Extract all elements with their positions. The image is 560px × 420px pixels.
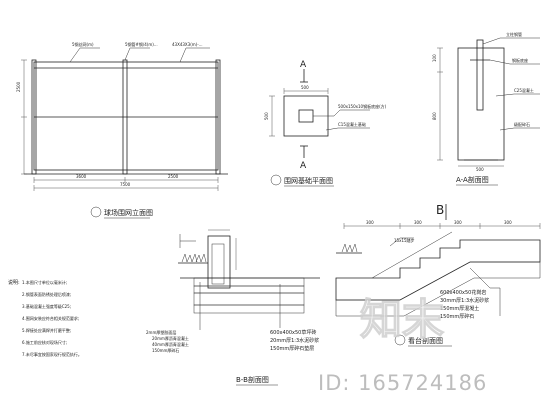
bb-layer-top [193,277,305,287]
stair-title-marker [394,334,406,346]
stair-marker: B [436,203,444,217]
watermark-logo: 知末 [360,295,444,344]
foundation-plate [298,109,314,123]
stair-grass [341,243,358,253]
watermark: 知末 ID: 165724186 [318,294,487,395]
bb-layer-subbase [193,304,305,314]
fence-elevation-title: 球场围网立面图 [104,208,153,217]
fence-annotation-1: 5钢丝网(m) [72,41,94,47]
bb-annotation-1: 2mm厚塑胶面层 [146,329,176,335]
stair-dim-2: 300 [414,220,422,225]
aa-dim-width: 500 [476,167,484,172]
aa-annotation-concrete: C25混凝土 [514,87,534,93]
bb-annotations: 2mm厚塑胶面层 20mm厚沥青混凝土 40mm厚沥青混凝土 150mm厚碎石 … [146,282,319,353]
fence-annotation-2: 5钢管#钢/4(m)... [125,41,158,47]
aa-concrete-footing [457,47,505,161]
stair-annotation-3: 150mm厚混凝土 [440,305,479,312]
stair-dim-4: 300 [504,220,512,225]
stair-dim-1: 300 [366,220,374,225]
stair-annotation-tread: 15x15踏步 [394,237,415,243]
foundation-dim-horizontal: 500 [301,85,309,90]
fence-dim-total: 7500 [120,182,131,187]
bb-annotation-4: 150mm厚碎石 [152,347,179,353]
aa-annotation-post: 立柱钢管 [506,31,522,37]
note-3: 3.基础混凝土强度等级C25; [22,303,71,309]
bb-curb-core [211,243,225,285]
stair-annotation-4: 150mm厚碎石 [440,313,474,320]
stair-dim-3: 300 [454,220,462,225]
bb-layer-base [193,292,305,306]
note-7: 7.未尽事宜按国家现行规范执行。 [22,351,82,357]
fence-dim-left-span: 3600 [76,174,87,179]
bb-curb [207,235,231,289]
aa-post [476,39,484,111]
bb-annotation-2: 20mm厚沥青混凝土 [152,335,189,341]
aa-section-title: A-A剖面图 [456,175,489,184]
fence-annotation-3: 43X43X3(m)-... [172,42,202,47]
note-4: 4.围网安装应符合相关规范要求; [22,315,79,321]
foundation-annotation-base: C15混凝土基础 [338,121,366,127]
notes-block: 说明: 1.本图尺寸单位以毫米计; 2.钢管表面防锈处理后喷漆; 3.基础混凝土… [8,279,82,357]
bb-layer-asphalt [193,285,305,294]
note-5: 5.焊接处应满焊并打磨平整; [22,327,71,333]
aa-annotation-plate: 钢板底座 [512,57,528,63]
fence-elevation: 5钢丝网(m) 5钢管#钢/4(m)... 43X43X3(m)-... 250… [16,41,228,219]
bb-annotation-7: 150mm厚碎石垫层 [270,345,314,352]
stair-annotation-1: 600x400x50花岗岩 [440,289,486,296]
notes-label: 说明: [8,279,20,286]
stair-section-title: 看台剖面图 [408,336,443,345]
note-6: 6.施工前应核对现场尺寸; [22,339,67,345]
foundation-plan: A 500 500 500x150x10钢板底座(方) C15混凝土基础 A 围… [264,60,387,187]
foundation-dim-vertical: 500 [264,112,269,120]
section-bb: 2mm厚塑胶面层 20mm厚沥青混凝土 40mm厚沥青混凝土 150mm厚碎石 … [146,229,320,386]
stair-concrete [335,239,541,301]
section-a-marker-bottom: A [300,161,307,171]
watermark-id: ID: 165724186 [318,371,487,395]
bb-annotation-5: 600x400x50草坪砖 [270,329,316,336]
fence-title-marker [90,206,102,218]
foundation-plan-title: 围网基础平面图 [284,176,333,185]
bb-annotation-3: 40mm厚沥青混凝土 [152,341,189,347]
aa-annotation-gravel: 级配碎石 [514,121,530,127]
foundation-title-marker [270,174,282,186]
foundation-annotation-plate: 500x150x10钢板底座(方) [338,103,387,109]
stair-gravel [335,261,541,317]
bb-grass [181,253,207,263]
note-1: 1.本图尺寸单位以毫米计; [22,279,67,285]
stair-annotation-2: 30mm厚1:3水泥砂浆 [440,297,489,304]
fence-dim-upper: 2500 [16,81,21,92]
bb-annotation-6: 20mm厚1:3水泥砂浆 [270,337,319,344]
section-a-marker-top: A [300,60,307,70]
stair-section: B 300 300 300 300 15x15踏步 600x400x50花岗岩 … [335,203,541,347]
fence-mesh-panel [33,61,219,171]
note-2: 2.钢管表面防锈处理后喷漆; [22,291,71,297]
aa-dim-height: 800 [432,112,437,120]
fence-dim-right-span: 2500 [168,174,179,179]
aa-dim-top: 100 [432,54,437,62]
section-aa: 100 800 500 立柱钢管 钢板底座 C25混凝土 级配碎石 A-A剖面图 [432,31,540,186]
bb-section-title: B-B剖面图 [236,375,269,384]
